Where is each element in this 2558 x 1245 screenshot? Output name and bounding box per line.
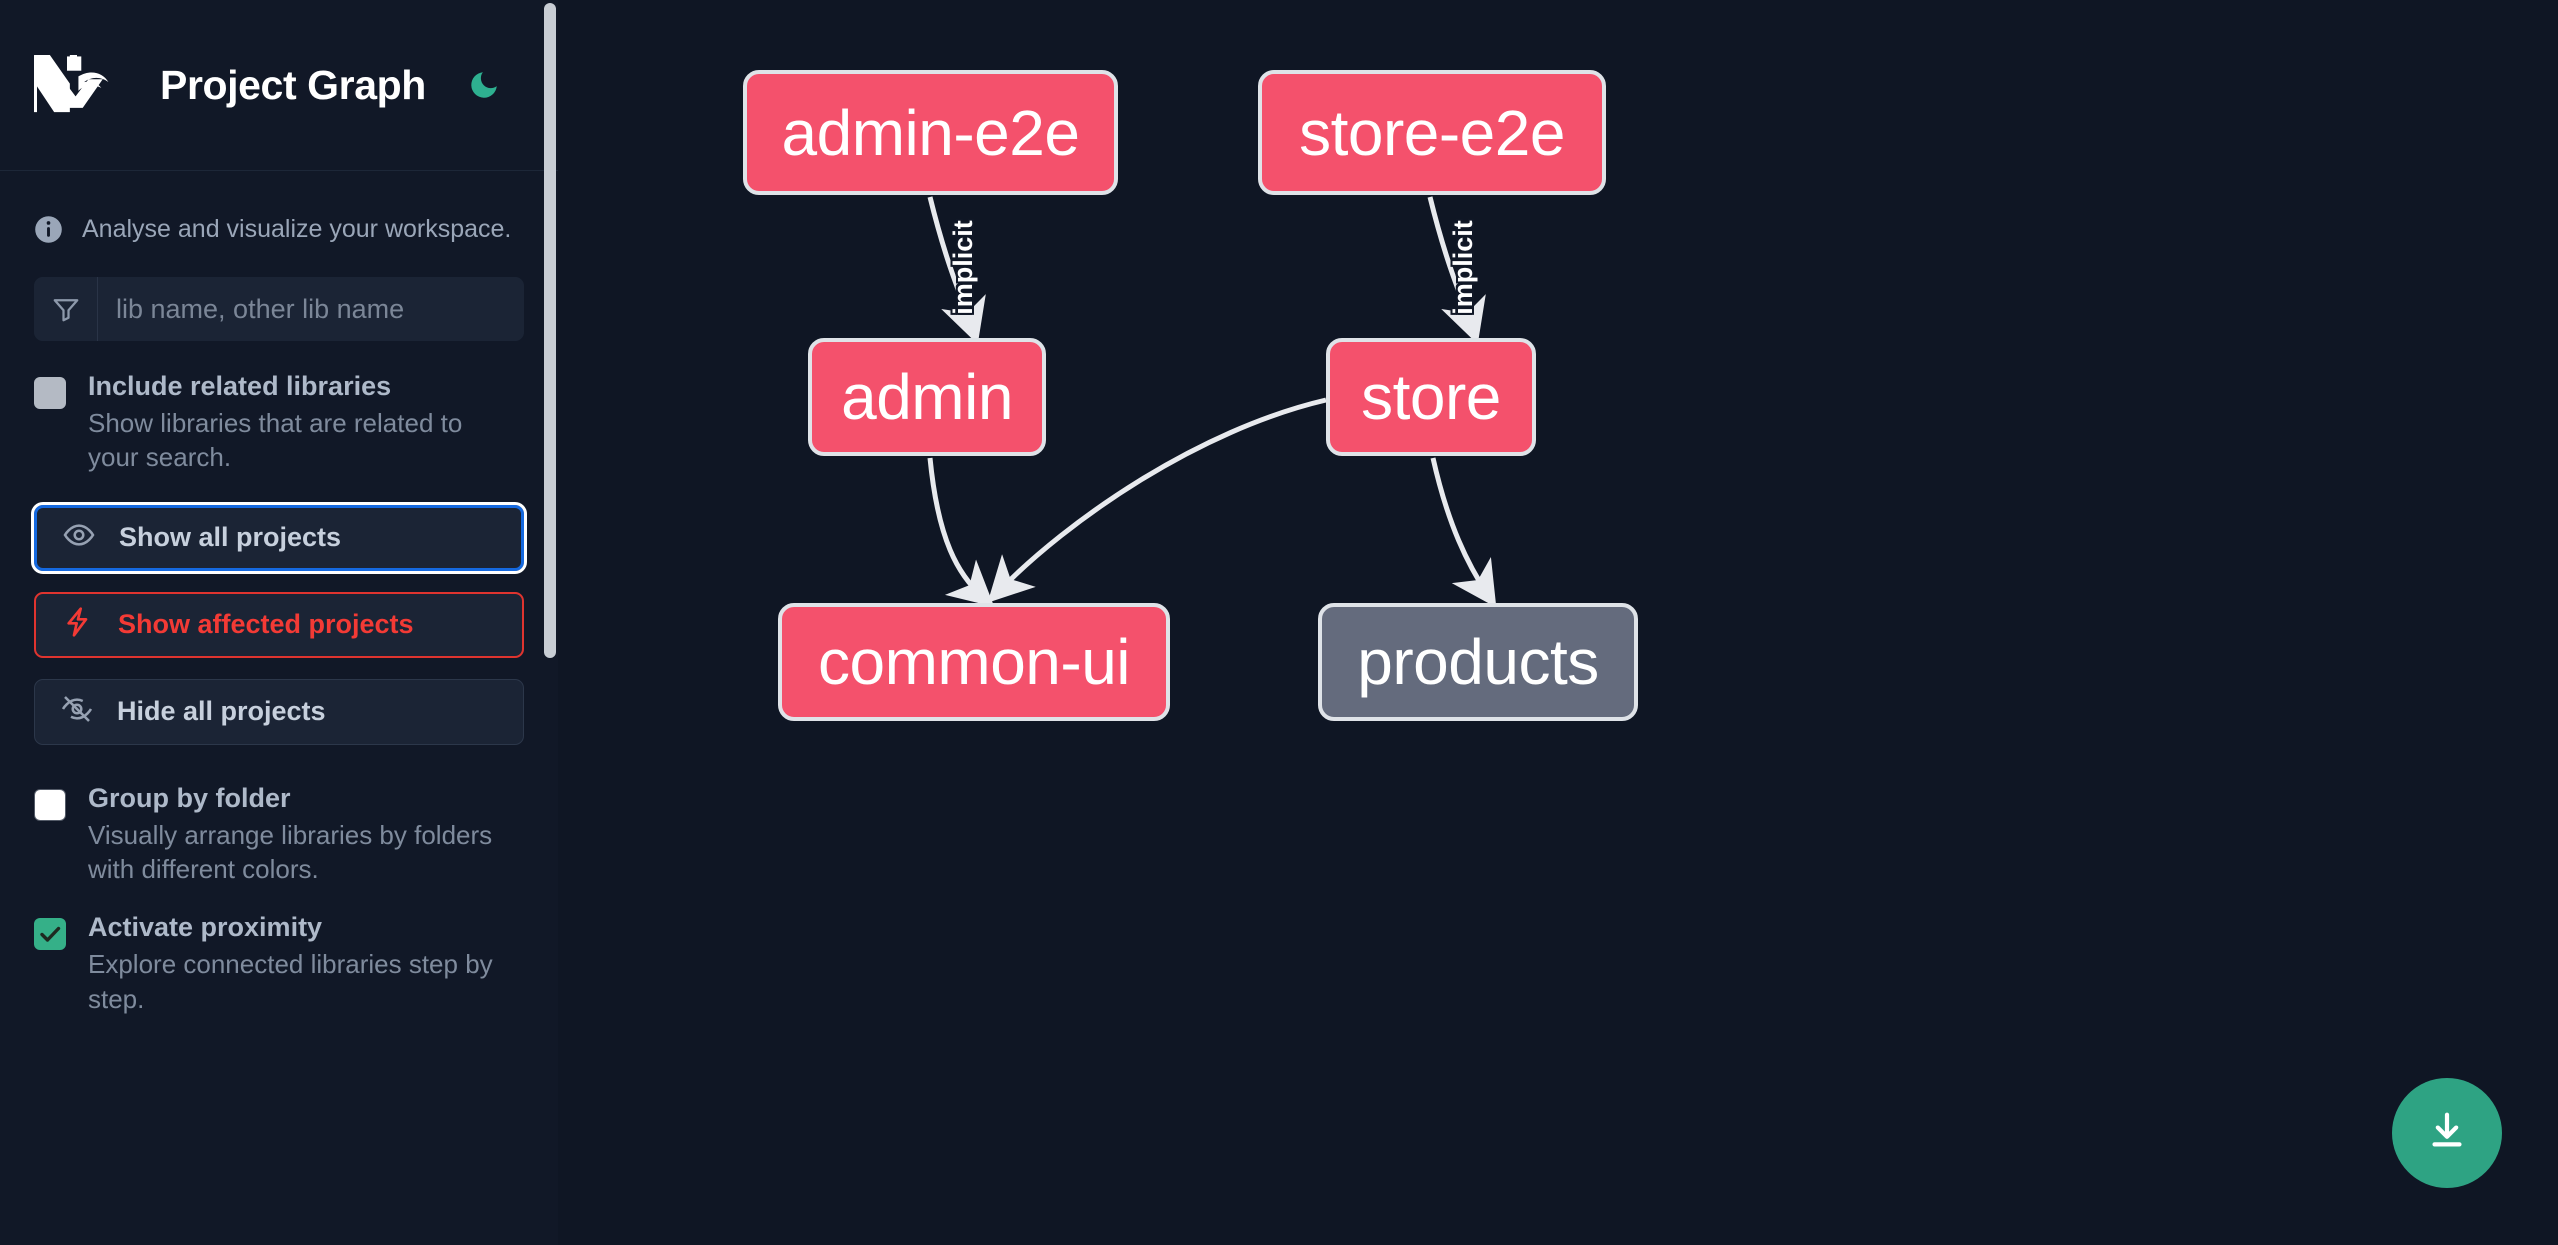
download-graph-button[interactable] <box>2392 1078 2502 1188</box>
eye-off-icon <box>61 693 93 730</box>
hide-all-projects-label: Hide all projects <box>117 696 326 727</box>
graph-node-label: store <box>1361 361 1501 433</box>
checkbox-activate-proximity[interactable]: Activate proximity Explore connected lib… <box>0 886 558 1016</box>
include-related-libraries-description: Show libraries that are related to your … <box>88 408 463 473</box>
show-all-projects-button[interactable]: Show all projects <box>31 501 527 574</box>
sidebar-scrollbar-track[interactable] <box>543 0 558 1245</box>
search-row <box>34 277 524 341</box>
search-input[interactable] <box>98 277 524 341</box>
nx-logo-icon <box>21 55 120 115</box>
activate-proximity-label: Activate proximity <box>88 912 323 943</box>
graph-node-label: admin-e2e <box>781 96 1080 169</box>
group-by-folder-checkbox[interactable] <box>34 788 66 821</box>
group-by-folder-description: Visually arrange libraries by folders wi… <box>88 819 493 885</box>
graph-node-common-ui[interactable]: common-ui <box>778 603 1170 721</box>
edge-store-products <box>1430 457 1497 608</box>
eye-icon <box>63 519 95 556</box>
page-title: Project Graph <box>160 61 426 108</box>
project-graph-canvas[interactable]: admin-e2e store-e2e admin store common-u… <box>558 0 2558 1245</box>
info-icon <box>34 215 63 244</box>
lightning-icon <box>62 606 94 643</box>
graph-edges <box>927 196 1497 608</box>
edge-admin-common-ui <box>927 457 995 607</box>
checkbox-include-related-libraries[interactable]: Include related libraries Show libraries… <box>0 341 558 475</box>
sidebar-header: Project Graph <box>0 0 558 171</box>
graph-node-admin-e2e[interactable]: admin-e2e <box>743 70 1118 195</box>
graph-node-store-e2e[interactable]: store-e2e <box>1258 70 1606 195</box>
download-icon <box>2424 1108 2470 1159</box>
projects-button-group: Show all projects Show affected projects <box>31 501 527 745</box>
hide-all-projects-button[interactable]: Hide all projects <box>34 678 524 745</box>
group-by-folder-label: Group by folder <box>88 782 291 813</box>
checkbox-group-by-folder[interactable]: Group by folder Visually arrange librari… <box>0 745 558 887</box>
graph-node-admin[interactable]: admin <box>808 338 1046 456</box>
graph-node-label: common-ui <box>817 626 1131 698</box>
edge-store-e2e-store <box>1427 196 1486 345</box>
activate-proximity-description: Explore connected libraries step by step… <box>88 949 493 1014</box>
show-all-projects-label: Show all projects <box>119 522 342 553</box>
graph-node-label: products <box>1357 626 1599 698</box>
edge-store-common-ui <box>987 397 1327 603</box>
graph-node-label: store-e2e <box>1299 96 1565 169</box>
moon-icon[interactable] <box>460 61 508 109</box>
graph-node-products[interactable]: products <box>1318 603 1638 721</box>
graph-node-store[interactable]: store <box>1326 338 1536 456</box>
show-affected-projects-button[interactable]: Show affected projects <box>34 591 524 658</box>
sidebar-scrollbar-thumb[interactable] <box>544 3 556 658</box>
show-affected-projects-label: Show affected projects <box>118 609 414 640</box>
edge-admin-e2e-admin <box>927 196 986 345</box>
sidebar: Project Graph Analyse and visualize your… <box>0 0 558 1245</box>
sidebar-info-text: Analyse and visualize your workspace. <box>82 214 512 243</box>
activate-proximity-checkbox[interactable] <box>34 918 66 951</box>
sidebar-info: Analyse and visualize your workspace. <box>0 171 558 257</box>
include-related-libraries-checkbox[interactable] <box>34 377 66 409</box>
graph-node-label: admin <box>841 361 1013 433</box>
include-related-libraries-label: Include related libraries <box>88 371 392 401</box>
filter-icon[interactable] <box>34 277 98 341</box>
